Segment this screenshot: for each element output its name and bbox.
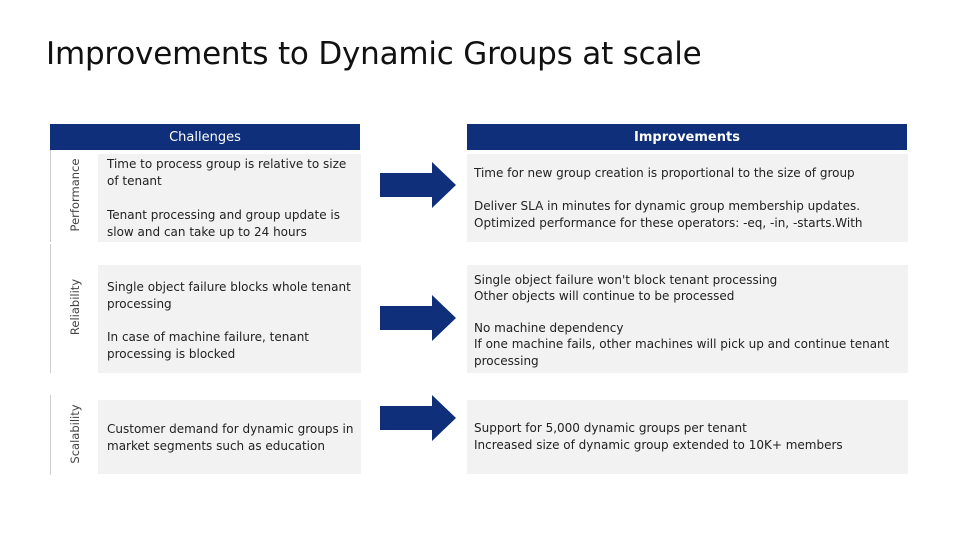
challenges-band-reliability <box>98 265 361 373</box>
challenge-text: In case of machine failure, tenant proce… <box>107 330 310 361</box>
category-strip-reliability: Reliability <box>50 244 99 373</box>
challenges-header: Challenges <box>50 124 360 150</box>
right-arrow-icon <box>380 295 456 341</box>
page-title: Improvements to Dynamic Groups at scale <box>46 36 702 72</box>
challenge-text: Customer demand for dynamic groups in ma… <box>107 422 354 453</box>
right-arrow-icon <box>380 162 456 208</box>
improvement-text: No machine dependency <box>474 321 624 335</box>
category-strip-scalability: Scalability <box>50 395 99 475</box>
improvement-text: Time for new group creation is proportio… <box>474 166 855 180</box>
improvement-text: Other objects will continue to be proces… <box>474 289 735 303</box>
challenge-text: Tenant processing and group update is sl… <box>107 208 340 239</box>
right-arrow-icon <box>380 395 456 441</box>
category-strip-performance: Performance <box>50 150 99 242</box>
category-label-reliability: Reliability <box>68 278 82 336</box>
challenge-text: Time to process group is relative to siz… <box>107 157 347 188</box>
improvement-text: Support for 5,000 dynamic groups per ten… <box>474 421 747 435</box>
improvements-band-scalability <box>467 400 908 474</box>
challenges-band-scalability <box>98 400 361 474</box>
category-label-performance: Performance <box>68 158 82 232</box>
improvement-text: Single object failure won't block tenant… <box>474 273 778 287</box>
improvements-band-performance <box>467 154 908 242</box>
category-label-scalability: Scalability <box>68 404 82 464</box>
improvements-header: Improvements <box>467 124 907 150</box>
challenge-text: Single object failure blocks whole tenan… <box>107 280 351 311</box>
improvement-text: Deliver SLA in minutes for dynamic group… <box>474 199 863 230</box>
improvements-band-reliability <box>467 265 908 373</box>
improvement-text: Increased size of dynamic group extended… <box>474 438 843 452</box>
improvement-text: If one machine fails, other machines wil… <box>474 337 890 368</box>
challenges-band-performance <box>98 154 361 242</box>
